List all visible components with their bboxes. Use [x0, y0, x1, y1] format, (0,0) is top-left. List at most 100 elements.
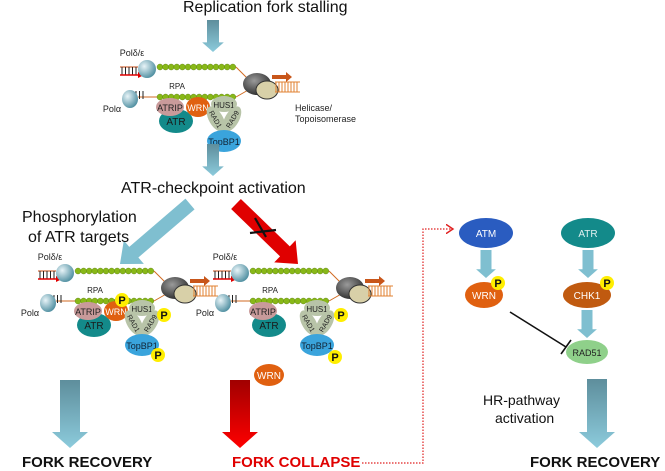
atr-protein-label: ATR [259, 321, 278, 332]
rpa-bead [207, 63, 214, 71]
rpa-bead [272, 297, 279, 305]
atrip-protein-shape [249, 302, 277, 320]
rad9-phospho-badge: P [157, 308, 171, 322]
rpa-bead [102, 267, 110, 275]
rpa-bead [223, 63, 231, 71]
rpa-bead [173, 63, 180, 71]
pol-delta-eps-icon [56, 264, 74, 282]
step-title-fork-stalling: Replication fork stalling [183, 0, 348, 16]
pol-delta-eps-label: Polδ/ε [38, 252, 63, 262]
pol-alpha-label: Polα [103, 104, 121, 114]
atrip-protein-label: ATRIP [157, 103, 183, 113]
rpa-bead [80, 267, 87, 275]
rpa-bead [288, 297, 296, 305]
atrip-protein-shape [156, 98, 184, 116]
rad1-shape [206, 106, 226, 132]
arrow-atm-to-wrn [476, 250, 496, 278]
leading-strand-dna [120, 66, 144, 78]
rpa-bead [272, 267, 279, 275]
wrn-protein: WRN [186, 97, 210, 117]
rpa-bead [147, 267, 155, 275]
pol-delta-eps-label: Polδ/ε [213, 252, 238, 262]
pol-delta-eps-icon [138, 60, 156, 78]
rpa-bead [207, 93, 214, 101]
rpa-bead [113, 267, 121, 275]
rpa-bead [283, 297, 290, 305]
parental-dna [275, 81, 300, 93]
outcome-fork-collapse: FORK COLLAPSE [232, 454, 361, 471]
rpa-bead [184, 63, 192, 71]
atr-node: ATR [561, 218, 615, 248]
fork-direction-arrow-icon [190, 276, 210, 286]
rpa-bead [249, 267, 257, 275]
rpa-bead [195, 63, 203, 71]
rpa-bead [184, 93, 192, 101]
phospho-circle [491, 276, 505, 290]
phospho-label: P [160, 310, 167, 322]
rpa-label: RPA [87, 286, 104, 295]
atm-node: ATM [459, 218, 513, 248]
helicase-label: Helicase/ [295, 103, 333, 113]
pol-alpha-icon [215, 294, 231, 312]
chk1-node-phospho-badge: P [600, 276, 614, 290]
rpa-label: RPA [262, 286, 279, 295]
pol-delta-eps-icon [231, 264, 249, 282]
phospho-circle [157, 308, 171, 322]
wrn-node-label: WRN [472, 291, 496, 302]
topoisomerase-icon [173, 284, 197, 304]
rad1-shape [299, 310, 319, 336]
phospho-label: P [337, 310, 344, 322]
hr-pathway-label-line2: activation [495, 410, 555, 426]
topoisomerase-icon [255, 80, 279, 100]
rpa-bead [141, 267, 149, 275]
parental-dna [193, 285, 218, 297]
rpa-bead [283, 267, 290, 275]
phospho-circle [151, 348, 165, 362]
x-stroke [254, 217, 267, 238]
wrn-protein-shape [186, 97, 210, 117]
rad9-phospho-badge: P [334, 308, 348, 322]
arrow-to-left-recovery [52, 380, 88, 448]
phospho-circle [600, 276, 614, 290]
wrn-inhibits-rad51-edge [509, 311, 572, 355]
rpa-bead [288, 267, 296, 275]
phospho-label: P [154, 350, 161, 362]
atr-node-shape [561, 218, 615, 248]
topbp1-phospho-badge: P [151, 348, 165, 362]
atrip-protein: ATRIP [74, 302, 102, 320]
chk1-node-shape [563, 282, 611, 308]
topbp1-protein-label: TopBP1 [126, 341, 158, 351]
rad9-shape [315, 310, 335, 336]
wrn-released-protein-label: WRN [257, 371, 281, 382]
phospho-label: P [494, 278, 501, 290]
rpa-bead [277, 267, 285, 275]
wrn-node: WRN [465, 282, 503, 308]
rpa-bead [168, 63, 175, 71]
rpa-bead [300, 297, 307, 305]
rpa-bead [156, 93, 164, 101]
hr-pathway-label-line1: HR-pathway [483, 392, 561, 408]
topbp1-protein: TopBP1 [300, 334, 334, 356]
wrn-phospho-badge: P [115, 293, 129, 307]
rpa-bead [249, 297, 257, 305]
arrow-chk1-to-rad51 [577, 310, 597, 338]
chk1-node-label: CHK1 [574, 291, 601, 302]
hus1-label: HUS1 [131, 305, 153, 314]
rpa-bead [130, 267, 138, 275]
rpa-bead [162, 63, 169, 71]
pol-alpha-label: Polα [196, 308, 214, 318]
pol-alpha-label: Polα [21, 308, 39, 318]
atrip-protein: ATRIP [156, 98, 184, 116]
rad1-shape [124, 310, 144, 336]
block-x-icon [249, 217, 277, 238]
wrn-released-protein: WRN [254, 364, 284, 386]
phospho-label: P [603, 278, 610, 290]
rad51-node: RAD51 [566, 340, 608, 364]
topbp1-protein: TopBP1 [125, 334, 159, 356]
topbp1-protein-shape [300, 334, 334, 356]
rpa-bead [300, 267, 307, 275]
rpa-bead [305, 267, 313, 275]
